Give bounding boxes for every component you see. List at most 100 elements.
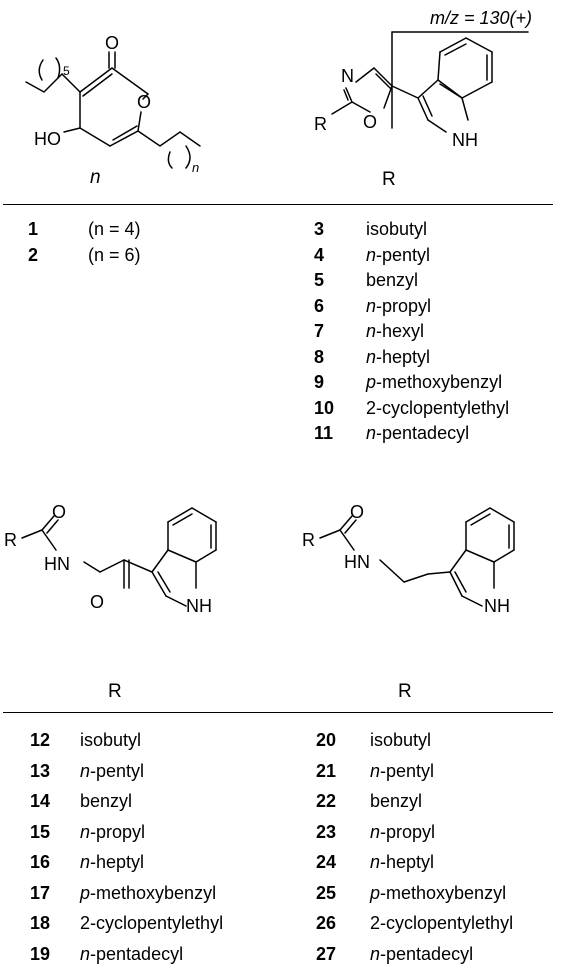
substituent-name: n-pentadecyl [370, 944, 473, 964]
substituent-text: benzyl [366, 270, 419, 290]
substituent-name: n-heptyl [80, 852, 144, 872]
atom-label: HN [344, 552, 370, 572]
compound-number: 6 [314, 295, 325, 316]
substituent-text: -pentadecyl [90, 943, 184, 964]
compound-number: 27 [316, 943, 337, 964]
substituent-text: -propyl [90, 821, 146, 842]
substituent-name: 2-cyclopentylethyl [80, 913, 223, 933]
compound-number: 17 [30, 882, 51, 903]
substituent-text: -heptyl [90, 852, 145, 872]
substituent-text: -propyl [376, 295, 432, 316]
substituent-text: 2-cyclopentylethyl [366, 397, 510, 418]
locant-prefix: p [80, 882, 91, 903]
divider [3, 712, 553, 714]
substituent-text: (n = 4) [88, 219, 141, 239]
subscript-label: 5 [63, 64, 70, 78]
compound-number: 4 [314, 244, 325, 265]
substituent-name: n-pentadecyl [80, 944, 183, 964]
compound-number: 19 [30, 943, 51, 964]
substituent-text: benzyl [370, 791, 423, 811]
compound-number: 15 [30, 821, 51, 842]
compound-number: 11 [314, 423, 334, 443]
header-r: R [398, 681, 412, 702]
substituent-name: (n = 6) [88, 245, 141, 265]
substituent-name: p-methoxybenzyl [366, 372, 502, 392]
substituent-name: n-hexyl [366, 321, 424, 341]
compound-number: 26 [316, 913, 337, 933]
atom-label: NH [452, 130, 478, 150]
compound-number: 5 [314, 270, 325, 290]
substituent-name: p-methoxybenzyl [80, 883, 216, 903]
substituent-text: isobutyl [370, 730, 432, 750]
substituent-name: n-pentyl [370, 761, 434, 781]
substituent-text: isobutyl [366, 219, 428, 239]
substituent-text: -pentyl [376, 244, 431, 265]
substituent-text: -pentyl [90, 760, 145, 781]
substituent-name: n-pentyl [366, 245, 430, 265]
header-n: n [90, 167, 101, 188]
oxazole-indole-structure: m/z = 130(+) N O R NH [314, 8, 532, 150]
locant-prefix: n [370, 821, 381, 842]
substituent-text: -methoxybenzyl [380, 882, 507, 903]
indole-ketoamide-structure: R O HN O NH [4, 502, 217, 616]
substituent-name: isobutyl [370, 730, 431, 750]
atom-label: O [105, 33, 119, 53]
atom-label: NH [484, 596, 510, 616]
atom-label: O [52, 502, 66, 522]
compound-number: 7 [314, 321, 325, 341]
atom-label: O [363, 112, 377, 132]
substituent-text: -heptyl [376, 346, 431, 367]
compound-number: 12 [30, 730, 51, 750]
substituent-name: n-pentyl [80, 761, 144, 781]
substituent-text: -methoxybenzyl [376, 372, 503, 392]
locant-prefix: p [366, 372, 377, 392]
locant-prefix: n [366, 423, 377, 443]
atom-label: NH [186, 596, 212, 616]
locant-prefix: n [366, 346, 377, 367]
substituent-text: -methoxybenzyl [90, 882, 217, 903]
locant-prefix: n [366, 321, 377, 341]
substituent-text: isobutyl [80, 730, 142, 750]
compound-number: 14 [30, 791, 51, 811]
atom-label: N [341, 66, 354, 86]
substituent-text: -pentadecyl [376, 423, 470, 443]
compound-number: 1 [28, 219, 39, 239]
locant-prefix: n [370, 760, 381, 781]
substituent-text: (n = 6) [88, 244, 141, 265]
substituent-name: n-pentadecyl [366, 423, 469, 443]
header-r: R [108, 681, 122, 702]
locant-prefix: n [370, 852, 381, 872]
atom-label: HN [44, 554, 70, 574]
compound-number: 20 [316, 730, 337, 750]
compound-number: 3 [314, 219, 325, 239]
locant-prefix: n [366, 295, 377, 316]
substituent-text: 2-cyclopentylethyl [80, 913, 224, 933]
substituent-name: 2-cyclopentylethyl [366, 398, 509, 418]
substituent-text: -pentyl [380, 760, 435, 781]
atom-label: R [302, 530, 315, 550]
subscript-label: n [192, 160, 199, 175]
substituent-name: benzyl [80, 791, 132, 811]
atom-label: O [350, 502, 364, 522]
compound-number: 22 [316, 791, 337, 811]
atom-label: HO [34, 129, 61, 149]
annotation-label: m/z = 130(+) [430, 8, 532, 28]
atom-label: O [90, 592, 104, 612]
substituent-text: 2-cyclopentylethyl [370, 913, 514, 933]
substituent-text: -propyl [380, 821, 436, 842]
compound-number: 8 [314, 346, 325, 367]
compound-number: 25 [316, 882, 337, 903]
substituent-text: -heptyl [380, 852, 435, 872]
substituent-name: benzyl [366, 270, 418, 290]
substituent-text: -hexyl [376, 321, 425, 341]
substituent-name: p-methoxybenzyl [370, 883, 506, 903]
atom-label: R [4, 530, 17, 550]
atom-label: O [137, 92, 151, 112]
locant-prefix: n [370, 943, 381, 964]
locant-prefix: n [80, 852, 91, 872]
pyranone-structure: O O HO 5 n [25, 33, 201, 175]
compound-number: 23 [316, 821, 337, 842]
substituent-name: isobutyl [80, 730, 141, 750]
compound-number: 24 [316, 852, 337, 872]
divider [3, 204, 553, 206]
